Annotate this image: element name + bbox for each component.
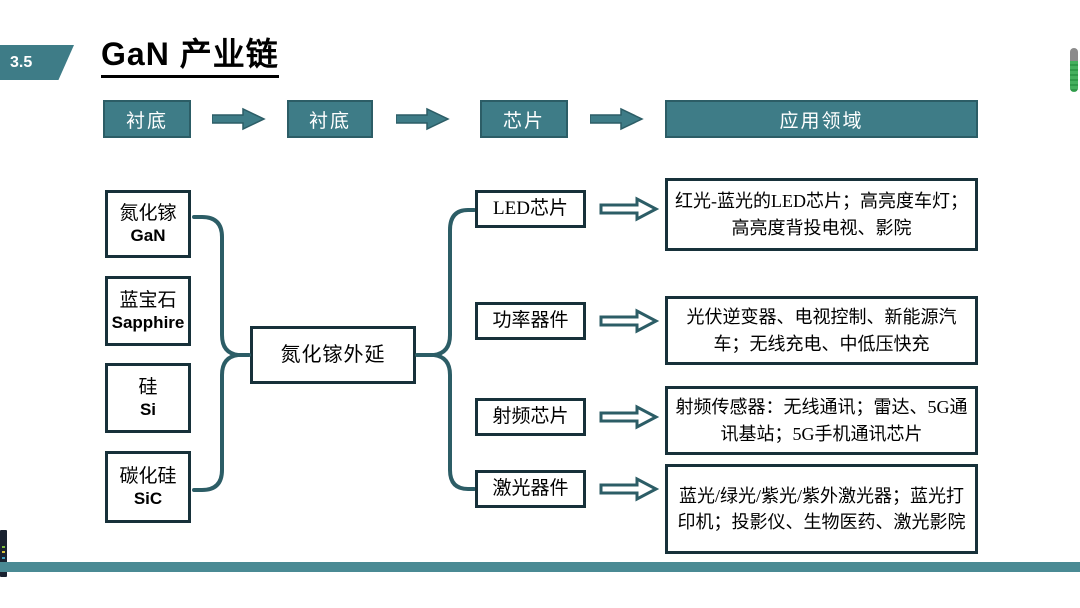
application-box-rf: 射频传感器：无线通讯；雷达、5G通讯基站；5G手机通讯芯片 [665,386,978,455]
epitaxy-box: 氮化镓外延 [250,326,416,384]
stage-label: 应用领域 [779,110,864,132]
substrate-box-sapphire: 蓝宝石 Sapphire [105,276,191,346]
substrate-cn: 硅 [138,376,158,398]
page-title: GaN 产业链 [101,36,279,78]
substrate-box-gan: 氮化镓 GaN [105,190,191,258]
left-brace [192,215,240,492]
stage-applications: 应用领域 [665,100,978,138]
substrate-cn: 蓝宝石 [119,289,177,311]
flow-arrow-icon [396,107,450,131]
substrate-cn: 碳化硅 [119,465,177,487]
application-text: 射频传感器：无线通讯；雷达、5G通讯基站；5G手机通讯芯片 [675,397,968,444]
substrate-box-si: 硅 Si [105,363,191,433]
substrate-cn: 氮化镓 [119,202,177,224]
product-box-laser: 激光器件 [475,470,586,508]
product-label: LED芯片 [493,198,568,220]
stage-substrate-1: 衬底 [103,100,191,138]
stage-label: 芯片 [502,110,545,132]
epitaxy-label: 氮化镓外延 [280,343,386,366]
application-text: 蓝光/绿光/紫光/紫外激光器；蓝光打印机；投影仪、生物医药、激光影院 [677,485,966,532]
battery-level [1070,61,1078,92]
application-text: 光伏逆变器、电视控制、新能源汽车；无线充电、中低压快充 [686,307,957,354]
flow-arrow-icon [590,107,644,131]
substrate-box-sic: 碳化硅 SiC [105,451,191,523]
hollow-arrow-icon [599,404,660,430]
stage-substrate-2: 衬底 [287,100,373,138]
product-box-rf: 射频芯片 [475,398,586,436]
product-label: 射频芯片 [492,406,569,428]
section-number: 3.5 [10,53,33,71]
battery-indicator-icon [1070,48,1078,92]
hollow-arrow-icon [599,476,660,502]
substrate-en: Sapphire [111,313,185,333]
application-box-laser: 蓝光/绿光/紫光/紫外激光器；蓝光打印机；投影仪、生物医药、激光影院 [665,464,978,554]
hollow-arrow-icon [599,308,660,334]
product-box-power: 功率器件 [475,302,586,340]
hollow-arrow-icon [599,196,660,222]
application-text: 红光-蓝光的LED芯片；高亮度车灯；高亮度背投电视、影院 [675,191,968,238]
right-brace [432,208,476,491]
bottom-divider-bar [0,562,1080,572]
application-box-led: 红光-蓝光的LED芯片；高亮度车灯；高亮度背投电视、影院 [665,178,978,251]
product-label: 激光器件 [492,478,569,500]
substrate-en: Si [139,400,157,420]
substrate-en: SiC [133,489,163,509]
substrate-en: GaN [130,226,166,246]
edge-fragment-dot [2,551,5,553]
application-box-power: 光伏逆变器、电视控制、新能源汽车；无线充电、中低压快充 [665,296,978,365]
edge-fragment-dot [2,557,5,559]
stage-label: 衬底 [125,110,168,132]
stage-label: 衬底 [308,110,351,132]
edge-fragment-dot [2,546,5,548]
stage-chip: 芯片 [480,100,568,138]
product-box-led: LED芯片 [475,190,586,228]
flow-arrow-icon [212,107,266,131]
section-number-badge: 3.5 [0,45,74,80]
product-label: 功率器件 [492,310,569,332]
edge-fragment [0,530,7,577]
